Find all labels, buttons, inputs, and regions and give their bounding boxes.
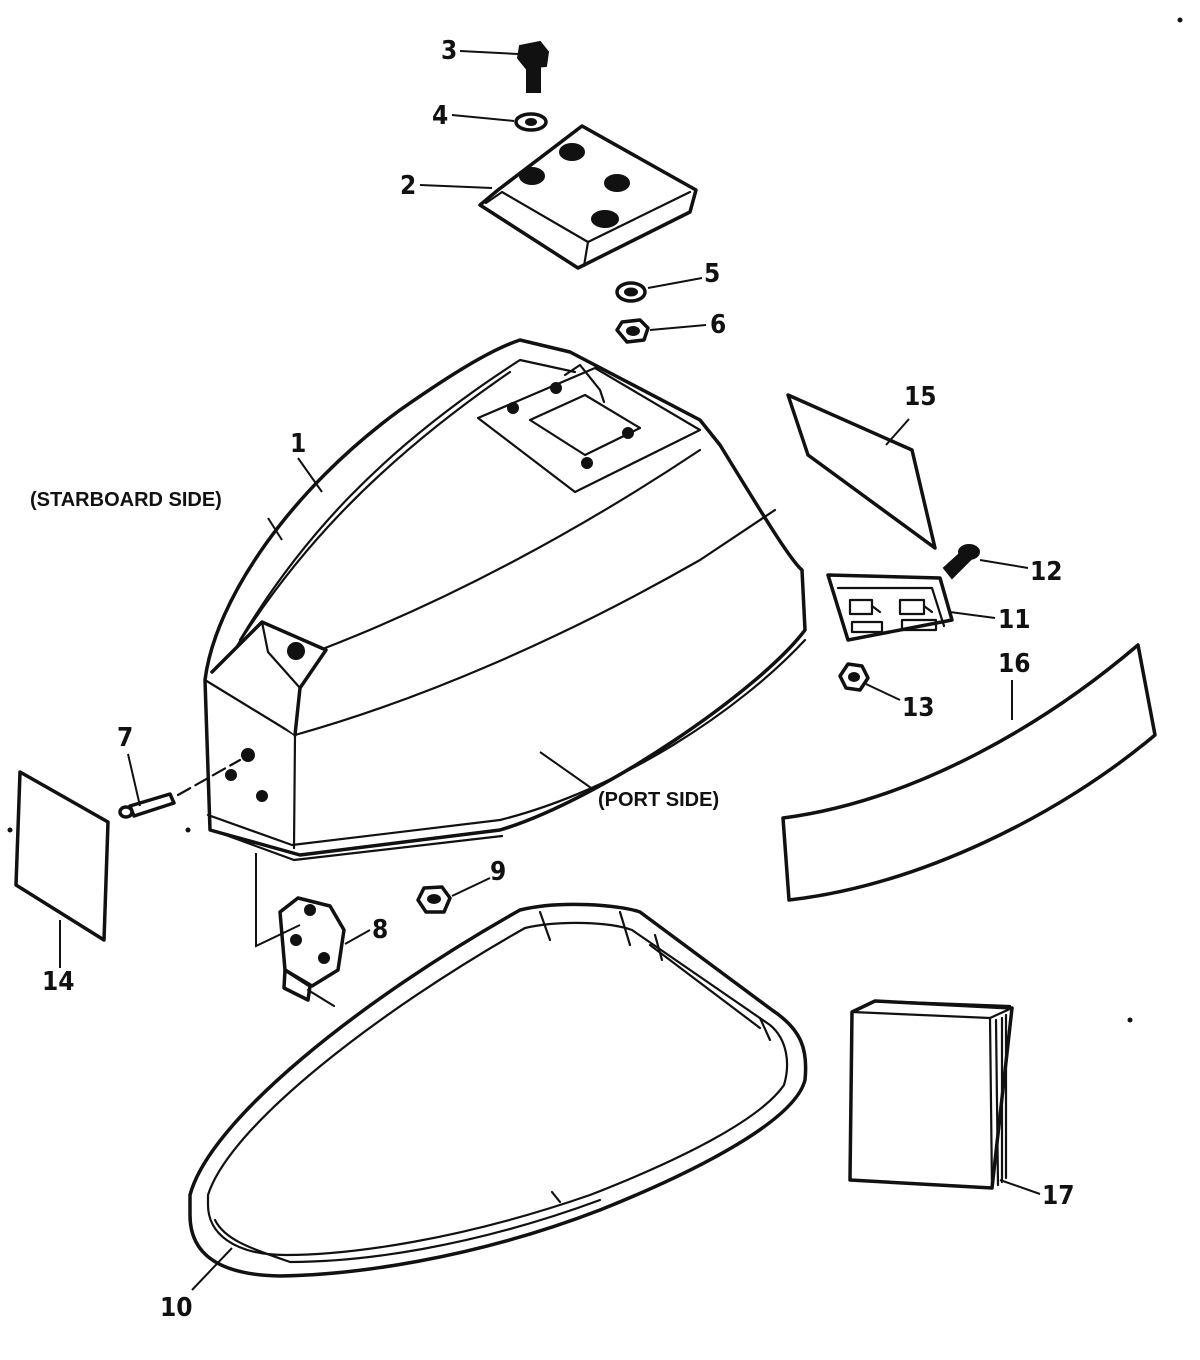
callout-5: 5 xyxy=(704,259,720,289)
leader-3 xyxy=(459,50,519,55)
part-3-bolt xyxy=(516,40,550,93)
callout-13: 13 xyxy=(902,693,935,723)
callout-17: 17 xyxy=(1042,1181,1075,1211)
callout-9: 9 xyxy=(490,857,506,887)
callout-4: 4 xyxy=(432,101,448,131)
part-11-emblem xyxy=(826,573,954,642)
speck-3 xyxy=(7,827,13,833)
callout-8: 8 xyxy=(372,915,388,945)
part-8-assembly-line xyxy=(255,853,301,948)
part-15-decal xyxy=(786,393,937,550)
part-17-manual xyxy=(848,999,1014,1190)
callout-7: 7 xyxy=(117,723,133,753)
callout-14: 14 xyxy=(42,967,75,997)
speck-2 xyxy=(1127,1017,1133,1023)
leader-6 xyxy=(649,324,707,331)
leader-15 xyxy=(885,418,910,446)
leader-11 xyxy=(949,611,996,619)
speck-4 xyxy=(185,827,191,833)
callout-11: 11 xyxy=(998,605,1031,635)
part-7-pin xyxy=(118,792,176,819)
part-4-washer xyxy=(514,112,548,132)
callout-10: 10 xyxy=(160,1293,193,1323)
part-12-screw xyxy=(942,544,980,580)
part-6-nut xyxy=(615,318,650,344)
callouts: 3 4 2 5 6 1 15 12 11 16 13 7 9 8 14 17 1… xyxy=(42,36,1075,1323)
callout-3: 3 xyxy=(441,36,457,66)
leader-1 xyxy=(297,457,323,493)
leader-9 xyxy=(451,877,491,897)
callout-12: 12 xyxy=(1030,557,1063,587)
part-10-seal xyxy=(188,902,808,1278)
leader-10 xyxy=(191,1247,233,1291)
port-side-label: (PORT SIDE) xyxy=(598,789,719,811)
leader-17 xyxy=(999,1179,1041,1195)
leader-7 xyxy=(127,753,141,807)
part-14-decal xyxy=(14,770,110,942)
leader-5 xyxy=(647,277,703,289)
leader-4 xyxy=(451,114,515,122)
callout-2: 2 xyxy=(400,171,416,201)
callout-16: 16 xyxy=(998,649,1031,679)
part-16-decal-strip xyxy=(781,643,1157,902)
leader-13 xyxy=(865,683,901,701)
part-5-washer xyxy=(615,281,647,303)
part-2-bracket-plate xyxy=(478,124,698,270)
callout-15: 15 xyxy=(904,382,937,412)
callout-6: 6 xyxy=(710,310,726,340)
leader-2 xyxy=(419,184,493,189)
leader-12 xyxy=(979,559,1029,569)
leader-starboard xyxy=(267,517,283,541)
part-9-nut xyxy=(416,885,452,914)
starboard-side-label: (STARBOARD SIDE) xyxy=(30,489,222,511)
part-1-top-cowl xyxy=(203,338,807,862)
part-13-nut xyxy=(838,662,870,692)
speck-1 xyxy=(1177,17,1183,23)
callout-1: 1 xyxy=(290,429,306,459)
leader-lines xyxy=(59,50,1041,1291)
leader-port xyxy=(539,751,595,791)
part-8-latch xyxy=(278,896,346,1008)
leader-8 xyxy=(344,929,371,945)
part-7-axis-line xyxy=(176,758,242,797)
